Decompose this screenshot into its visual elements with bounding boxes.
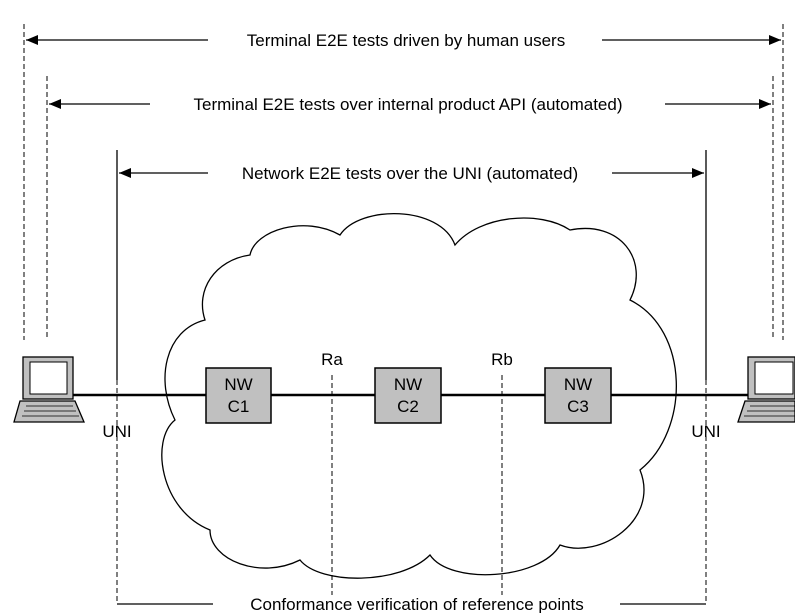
node-nwc1-line2: C1 [228, 397, 250, 416]
node-nwc2-line2: C2 [397, 397, 419, 416]
uni-label-right: UNI [691, 422, 720, 441]
node-nwc3-line2: C3 [567, 397, 589, 416]
node-nwc3: NW C3 [544, 367, 612, 424]
network-uni-label: Network E2E tests over the UNI (automate… [242, 164, 578, 183]
node-nwc2: NW C2 [374, 367, 442, 424]
uni-label-left: UNI [102, 422, 131, 441]
cloud-icon [161, 212, 677, 579]
node-nwc3-line1: NW [564, 375, 592, 394]
laptop-icon [13, 356, 85, 423]
node-nwc1-line1: NW [224, 375, 252, 394]
human-users-label: Terminal E2E tests driven by human users [247, 31, 565, 50]
ref-point-ra: Ra [321, 350, 343, 369]
internal-api-label: Terminal E2E tests over internal product… [194, 95, 623, 114]
ref-point-rb: Rb [491, 350, 513, 369]
conformance-label: Conformance verification of reference po… [250, 595, 584, 613]
node-nwc1: NW C1 [205, 367, 272, 424]
laptop-icon [737, 356, 795, 423]
node-nwc2-line1: NW [394, 375, 422, 394]
